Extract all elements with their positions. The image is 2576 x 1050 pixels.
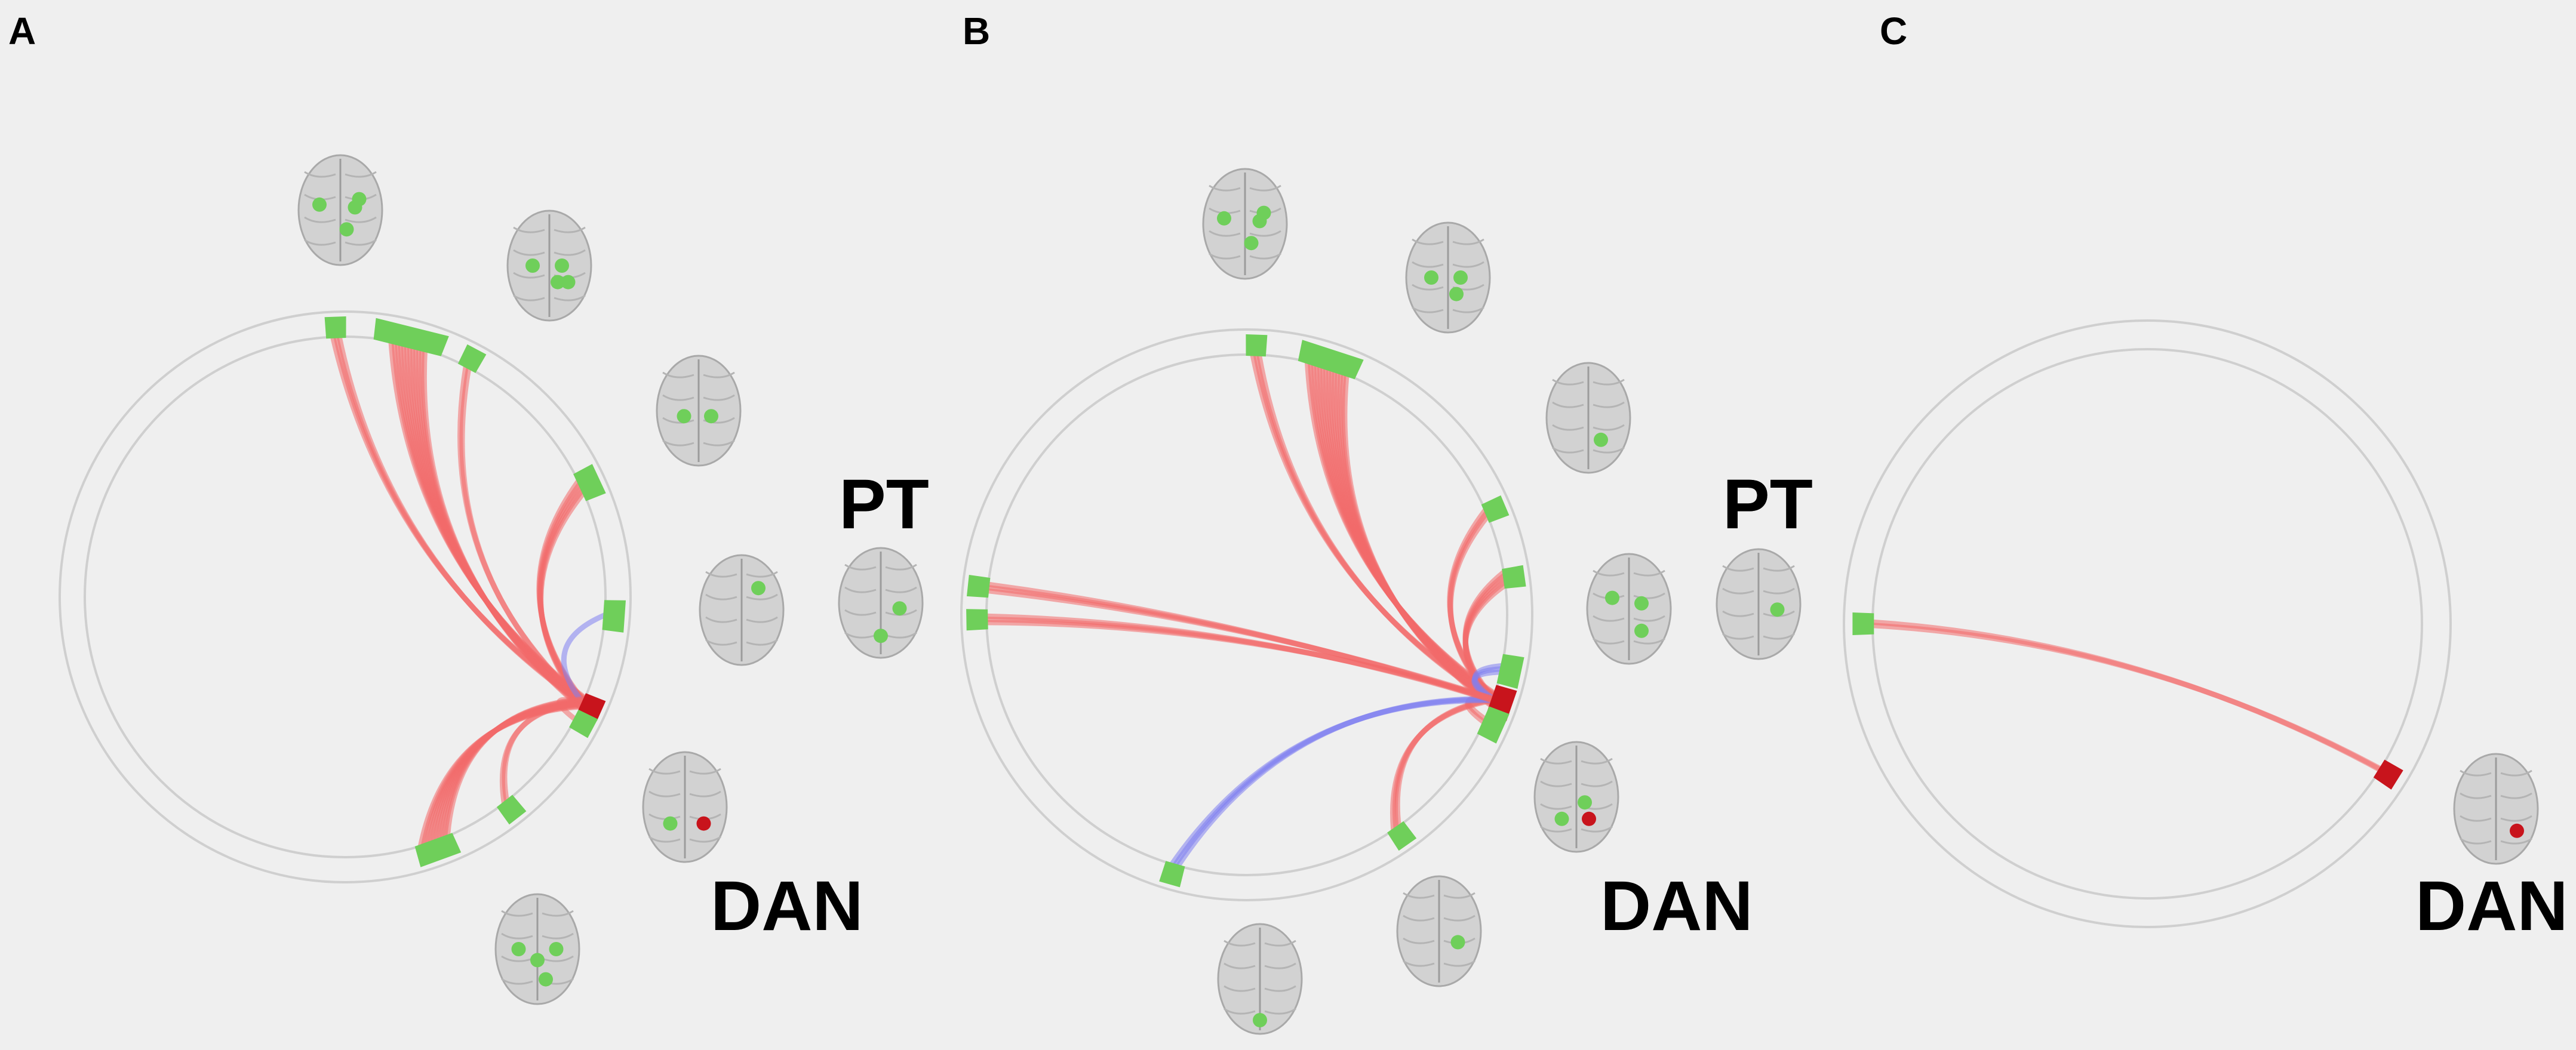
nodes-a [324, 316, 626, 867]
region-node [967, 575, 991, 598]
connections-b [986, 354, 1507, 867]
region-node [1298, 340, 1364, 380]
brain-icon [1716, 548, 1802, 660]
brain-icon [699, 554, 785, 666]
brain-icon [2453, 753, 2539, 865]
network-label-pt-c: PT [1723, 465, 1813, 544]
connections-a [330, 336, 606, 847]
brain-icon [1217, 923, 1303, 1035]
brain-icon [1202, 168, 1288, 280]
outer-ring-a [59, 310, 632, 883]
connection-line [1390, 698, 1493, 830]
region-node [373, 318, 449, 356]
panel-a: A PT DAN [8, 10, 929, 946]
connection-line [421, 349, 583, 710]
network-label-dan-b: DAN [1600, 867, 1753, 946]
network-label-dan-a: DAN [711, 867, 863, 946]
panel-c: C PT DAN [1723, 10, 2568, 946]
brain-thumbnails [297, 154, 2539, 1035]
brain-icon [1396, 875, 1482, 987]
nodes-b [966, 334, 1526, 888]
connection-line [1170, 697, 1493, 866]
region-node [573, 464, 606, 501]
region-node [1481, 495, 1510, 523]
region-node [966, 609, 988, 631]
region-node [569, 709, 598, 738]
connection-line [336, 336, 585, 706]
network-label-pt-b: PT [1723, 465, 1813, 544]
panel-label-b: B [963, 10, 990, 53]
brain-icon [297, 154, 383, 266]
brain-icon [1533, 741, 1619, 853]
outer-ring-b [960, 328, 1533, 901]
seed-node [2373, 759, 2403, 790]
region-node [1159, 861, 1185, 888]
region-node [602, 600, 626, 633]
brain-icon [506, 210, 592, 322]
connection-line [417, 704, 582, 847]
region-node [1502, 565, 1526, 589]
connection-line [988, 581, 1494, 703]
network-label-dan-c: DAN [2415, 867, 2568, 946]
region-node [1246, 334, 1268, 357]
panel-b: B PT DAN [960, 10, 1813, 946]
brain-icon [642, 751, 728, 863]
region-node [1477, 706, 1510, 744]
panel-label-a: A [8, 10, 36, 53]
region-node [414, 833, 462, 867]
connection-line [459, 367, 585, 706]
region-node [1387, 821, 1417, 851]
region-node [457, 344, 487, 373]
connections-c [1872, 619, 2382, 772]
region-node [1852, 612, 1874, 635]
nodes-c [1852, 612, 2403, 790]
region-node [324, 316, 346, 339]
connection-line [561, 612, 606, 705]
connection-line [1872, 619, 2381, 772]
connection-line [538, 491, 586, 707]
brain-icon [838, 547, 924, 659]
brain-icon [656, 355, 742, 467]
region-node [496, 795, 527, 825]
brain-icon [1545, 362, 1631, 474]
outer-ring-c [1843, 319, 2452, 928]
network-label-pt-a: PT [839, 465, 929, 544]
brain-icon [494, 893, 580, 1005]
region-node [1496, 654, 1524, 689]
brain-icon [1405, 221, 1491, 334]
brain-icon [1586, 553, 1672, 665]
connection-line [1342, 374, 1493, 708]
panel-label-c: C [1880, 10, 1907, 53]
